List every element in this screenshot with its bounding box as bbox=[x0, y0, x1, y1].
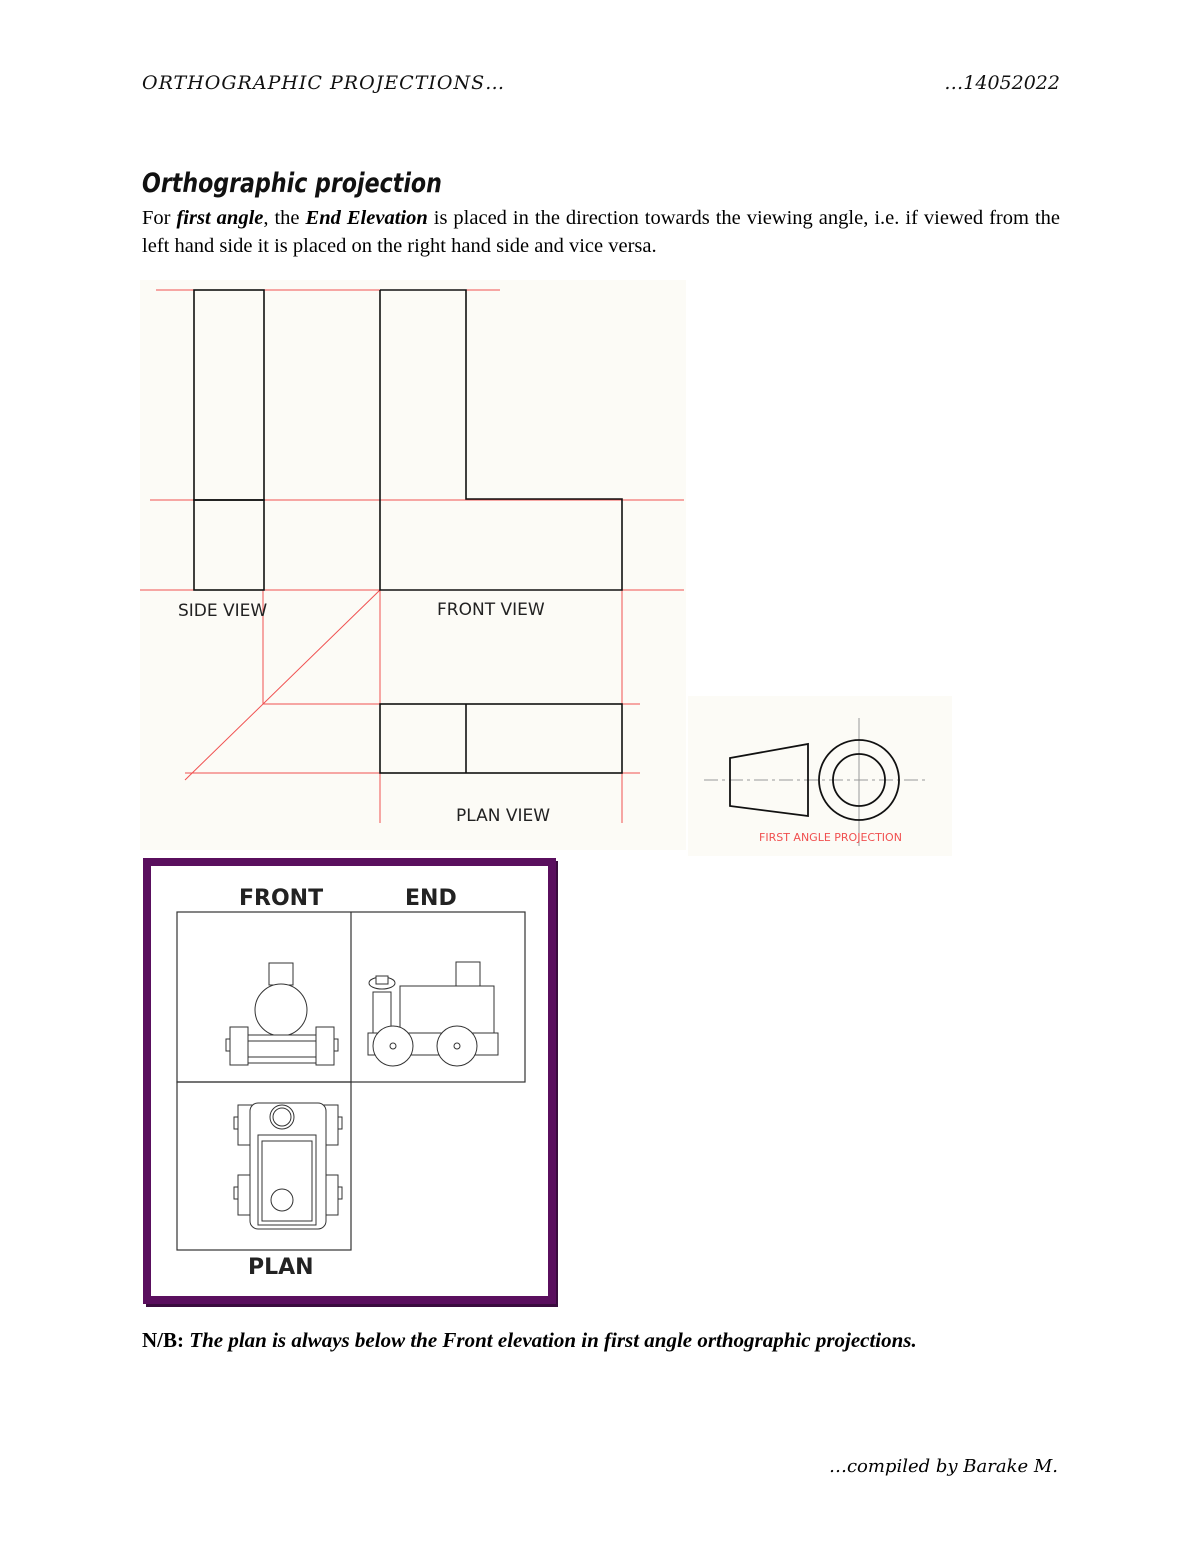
train-front-view bbox=[225, 962, 339, 1066]
para-text-1: For bbox=[142, 207, 177, 229]
train-side-view bbox=[367, 961, 499, 1067]
end-label: END bbox=[405, 886, 457, 911]
note-line: N/B: The plan is always below the Front … bbox=[142, 1328, 917, 1353]
plan-label: PLAN bbox=[248, 1255, 314, 1280]
train-views-figure: FRONT END PLAN bbox=[143, 858, 558, 1307]
section-title: Orthographic projection bbox=[142, 168, 442, 199]
header-date: …14052022 bbox=[944, 72, 1060, 94]
train-plan-view bbox=[233, 1102, 343, 1230]
para-text-2: , the bbox=[263, 207, 306, 229]
object-outlines bbox=[193, 289, 623, 774]
front-label: FRONT bbox=[239, 886, 323, 911]
para-text-3: is placed in the direction towards the v… bbox=[142, 207, 1061, 257]
intro-paragraph: For first angle, the End Elevation is pl… bbox=[142, 204, 1060, 260]
plan-view-label: PLAN VIEW bbox=[456, 806, 550, 826]
first-angle-symbol: FIRST ANGLE PROJECTION bbox=[688, 696, 952, 856]
side-view-label: SIDE VIEW bbox=[178, 601, 267, 621]
symbol-caption: FIRST ANGLE PROJECTION bbox=[759, 831, 902, 844]
front-view-label: FRONT VIEW bbox=[437, 600, 545, 620]
projection-figure: SIDE VIEW FRONT VIEW PLAN VIEW bbox=[140, 280, 686, 850]
note-label: N/B: bbox=[142, 1328, 184, 1352]
inner-circle bbox=[832, 753, 886, 807]
para-first-angle: first angle bbox=[176, 207, 264, 229]
frustum-shape bbox=[729, 742, 809, 818]
footer-credit: …compiled by Barake M. bbox=[828, 1456, 1058, 1477]
note-text: The plan is always below the Front eleva… bbox=[184, 1328, 917, 1352]
para-end-elevation: End Elevation bbox=[305, 207, 428, 229]
outer-circle bbox=[818, 739, 900, 821]
header-title: ORTHOGRAPHIC PROJECTIONS… bbox=[142, 72, 506, 94]
